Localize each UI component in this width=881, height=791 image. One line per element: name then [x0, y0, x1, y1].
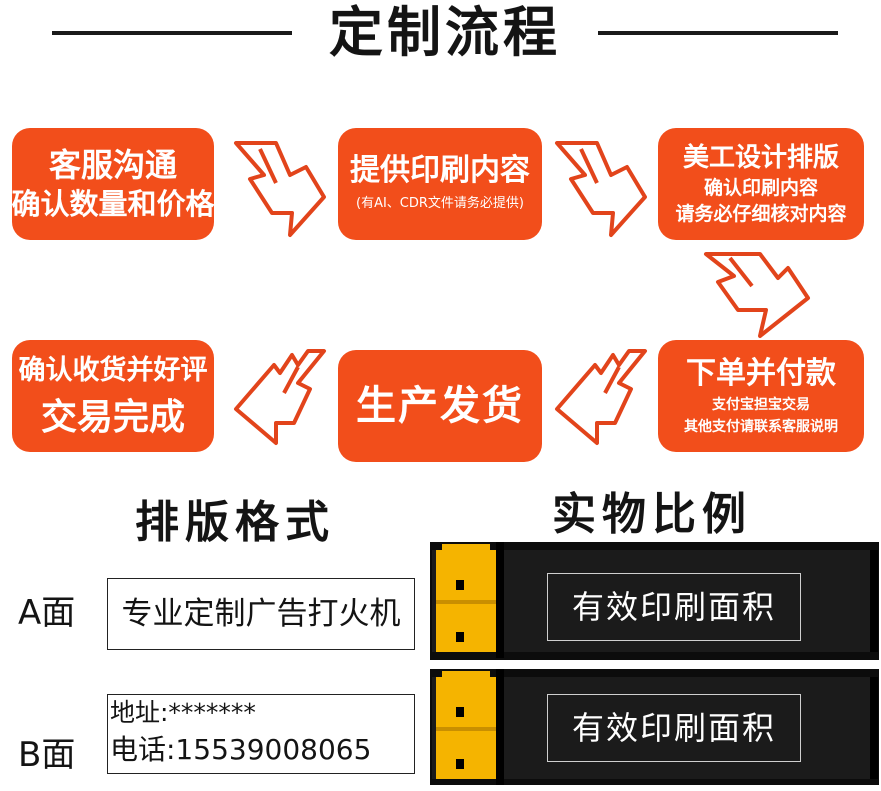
layout-format-title: 排版格式 [135, 497, 335, 548]
title-rule-right [598, 31, 838, 35]
side-a-text-box: 专业定制广告打火机 [107, 578, 415, 650]
double-chevron-arrow-right-icon [234, 141, 326, 237]
step-order-payment: 下单并付款 支付宝担宝交易 其他支付请联系客服说明 [658, 340, 864, 452]
side-b-address: 地址:******* [110, 698, 256, 727]
double-chevron-arrow-down-icon [704, 252, 810, 338]
print-area-1: 有效印刷面积 [547, 573, 801, 641]
step-2-subtitle: (有AI、CDR文件请务必提供) [356, 196, 524, 211]
lighter-image-2: 有效印刷面积 [430, 667, 879, 787]
double-chevron-arrow-right-icon [555, 141, 647, 237]
step-production-shipping: 生产发货 [338, 350, 542, 462]
step-6-title: 确认收货并好评 [18, 355, 208, 386]
step-design-layout: 美工设计排版 确认印刷内容 请务必仔细核对内容 [658, 128, 864, 240]
step-5-title: 生产发货 [356, 383, 524, 429]
step-3-subtitle-2: 请务必仔细核对内容 [675, 203, 847, 225]
lighter-body-1 [430, 540, 879, 660]
step-2-title: 提供印刷内容 [350, 153, 530, 188]
step-3-title: 美工设计排版 [682, 143, 839, 173]
step-confirm-receipt: 确认收货并好评 交易完成 [12, 340, 214, 452]
title-rule-left [52, 31, 292, 35]
step-4-subtitle-1: 支付宝担宝交易 [712, 397, 810, 413]
step-4-title: 下单并付款 [686, 356, 836, 391]
step-1-title: 客服沟通 [48, 146, 177, 184]
actual-scale-title: 实物比例 [552, 489, 752, 540]
step-4-subtitle-2: 其他支付请联系客服说明 [684, 419, 838, 435]
side-b-phone: 电话:15539008065 [110, 733, 372, 766]
step-customer-service: 客服沟通 确认数量和价格 [11, 128, 215, 240]
step-1-subtitle: 确认数量和价格 [11, 187, 215, 221]
side-b-text-box: 地址:******* 电话:15539008065 [107, 694, 415, 774]
step-provide-content: 提供印刷内容 (有AI、CDR文件请务必提供) [338, 128, 542, 240]
side-a-text: 专业定制广告打火机 [121, 596, 401, 632]
lighter-image-1: 有效印刷面积 [430, 540, 879, 660]
print-area-2: 有效印刷面积 [547, 694, 801, 762]
step-3-subtitle-1: 确认印刷内容 [703, 177, 818, 199]
side-a-label: A面 [18, 593, 76, 633]
double-chevron-arrow-left-icon [234, 349, 326, 445]
side-b-label: B面 [18, 735, 76, 775]
step-6-subtitle: 交易完成 [40, 397, 185, 438]
double-chevron-arrow-left-icon [555, 349, 647, 445]
page-title: 定制流程 [329, 1, 561, 64]
lighter-body-2 [430, 667, 879, 787]
